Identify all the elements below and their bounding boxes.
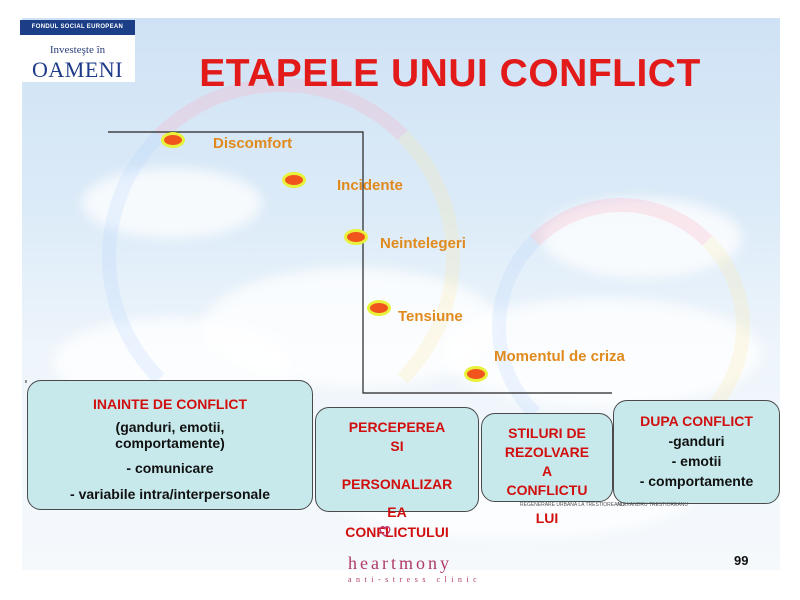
logo-big-text: OAMENI: [32, 57, 123, 82]
slide-title: ETAPELE UNUI CONFLICT: [199, 52, 701, 95]
stage-marker-3: [344, 229, 368, 245]
box-inainte-line4: - variabile intra/interpersonale: [70, 486, 270, 502]
box-dupa-title: DUPA CONFLICT: [640, 413, 753, 429]
credit-text-2: ALEXANDRU TRESTIOREANU: [617, 502, 689, 508]
stage-marker-5: [464, 366, 488, 382]
box-dupa-conflict: DUPA CONFLICT -ganduri - emotii - compor…: [613, 400, 780, 504]
fse-logo: FONDUL SOCIAL EUROPEAN Investeşte în OAM…: [20, 20, 135, 82]
box-dupa-line4: - comportamente: [639, 473, 754, 489]
logo-top-text: FONDUL SOCIAL EUROPEAN: [20, 20, 135, 35]
box-dupa-line2: -ganduri: [668, 433, 725, 449]
box-stiluri-line4: CONFLICTU: [506, 482, 588, 498]
box-stiluri-line1: STILURI DE: [508, 425, 586, 441]
box-stiluri-line3: A: [541, 463, 553, 479]
stage-marker-4: [367, 300, 391, 316]
box-stiluri-de-rezolvare: STILURI DE REZOLVARE A CONFLICTU: [481, 413, 613, 502]
stage-label-tensiune: Tensiune: [398, 308, 463, 325]
box-perceperea-overflow-line4: EA: [387, 504, 407, 520]
credit-text-1: REGENERARE URBANA LA TRESTIOREANU: [520, 502, 625, 508]
box-inainte-title: INAINTE DE CONFLICT: [93, 396, 247, 412]
box-stiluri-overflow-line5: LUI: [535, 510, 559, 526]
box-inainte-line2: (ganduri, emotii, comportamente): [115, 419, 225, 451]
box-inainte-de-conflict: INAINTE DE CONFLICT (ganduri, emotii, co…: [27, 380, 313, 510]
stage-marker-1: [161, 132, 185, 148]
stage-marker-2: [282, 172, 306, 188]
box-perceperea-line3: PERSONALIZAR: [341, 476, 453, 492]
box-perceperea-line2: SI: [390, 438, 404, 454]
stage-label-incidente: Incidente: [337, 177, 403, 194]
page-number: 99: [734, 553, 749, 568]
heartmony-logo-text: heartmony: [348, 553, 452, 573]
box-dupa-line3: - emotii: [671, 453, 722, 469]
stage-label-momentul-de-criza: Momentul de criza: [494, 348, 625, 365]
box-inainte-line3: - comunicare: [126, 460, 214, 476]
logo-mid-text: Investeşte în: [49, 44, 106, 56]
box-perceperea: PERCEPEREA SI PERSONALIZAR: [315, 407, 479, 512]
stage-label-neintelegeri: Neintelegeri: [380, 235, 466, 252]
heart-icon: [379, 526, 391, 537]
box-stiluri-line2: REZOLVARE: [504, 444, 590, 460]
box-perceperea-overflow-line5: CONFLICTULUI: [345, 524, 449, 540]
stage-label-discomfort: Discomfort: [213, 135, 293, 152]
box-perceperea-line1: PERCEPEREA: [348, 419, 446, 435]
heartmony-tagline: anti-stress clinic: [348, 575, 482, 584]
